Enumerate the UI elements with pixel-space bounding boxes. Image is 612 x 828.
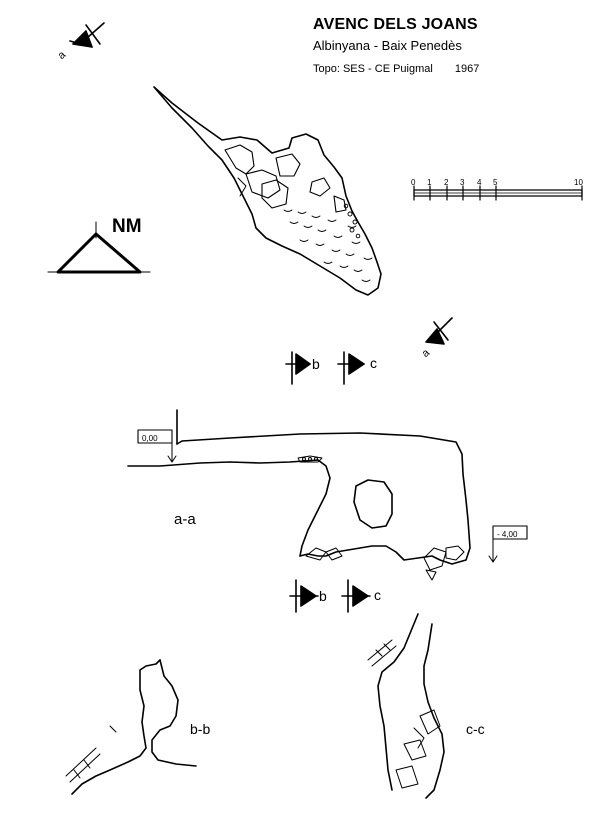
cut-mark-top-left: [69, 22, 105, 48]
section-aa-profile: [127, 409, 528, 581]
north-label: NM: [112, 216, 142, 237]
section-marker-c-lower-label: c: [374, 587, 381, 603]
cut-mark-mid-right-letter: a: [420, 346, 433, 360]
section-marker-c-upper-label: c: [370, 355, 377, 371]
location-subtitle: Albinyana - Baix Penedès: [313, 38, 462, 53]
level-marker-top: 0,00: [142, 434, 158, 443]
scale-tick-4: 4: [477, 178, 482, 187]
survey-credit: Topo: SES - CE Puigmal 1967: [313, 63, 479, 75]
scale-tick-1: 1: [427, 178, 432, 187]
cut-mark-mid-right: [425, 317, 453, 345]
scale-tick-3: 3: [460, 178, 465, 187]
scale-tick-2: 2: [444, 178, 449, 187]
survey-title: AVENC DELS JOANS: [313, 16, 478, 33]
scale-tick-10: 10: [574, 178, 583, 187]
scale-bar: [413, 185, 583, 201]
cut-mark-top-left-letter: a: [56, 48, 69, 62]
section-marker-b-lower-label: b: [319, 588, 327, 604]
section-bb-label: b-b: [190, 721, 210, 737]
survey-credit-authors: Topo: SES - CE Puigmal: [313, 63, 433, 75]
section-marker-c-upper: [337, 351, 365, 385]
section-cc-profile: [367, 613, 445, 799]
scale-tick-0: 0: [411, 178, 416, 187]
section-marker-b-lower: [289, 579, 319, 613]
section-marker-b-upper: [285, 351, 311, 385]
section-marker-c-lower: [341, 579, 371, 613]
level-marker-bottom: - 4,00: [497, 530, 518, 539]
scale-tick-5: 5: [493, 178, 498, 187]
cave-plan: [153, 86, 382, 296]
north-arrow: [47, 221, 151, 274]
section-cc-label: c-c: [466, 721, 485, 737]
survey-credit-year: 1967: [454, 63, 480, 75]
section-bb-profile: [65, 659, 197, 795]
section-marker-b-upper-label: b: [312, 356, 320, 372]
section-aa-label: a-a: [174, 511, 196, 528]
